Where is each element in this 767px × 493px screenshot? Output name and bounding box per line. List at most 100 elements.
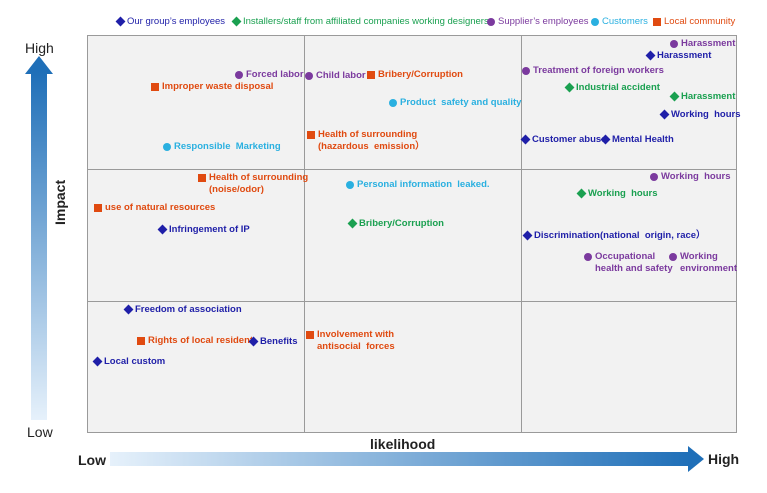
risk-item-bribery-corruption-community: Bribery/Corruption xyxy=(367,69,463,81)
legend-item-customers: Customers xyxy=(591,16,648,27)
risk-item-infringement-ip: Infringement of IP xyxy=(157,224,250,236)
marker-icon xyxy=(123,304,134,315)
risk-item-label: Rights of local resident xyxy=(148,335,254,346)
risk-item-label: Forced labor xyxy=(246,69,304,80)
marker-icon xyxy=(305,72,313,80)
risk-item-forced-labor: Forced labor xyxy=(235,69,304,81)
risk-item-label: Working hours xyxy=(588,188,658,199)
marker-icon xyxy=(198,174,206,182)
risk-item-label: Working hours xyxy=(671,109,741,120)
marker-icon xyxy=(669,91,680,102)
marker-icon xyxy=(584,253,592,261)
risk-item-label: Local custom xyxy=(104,356,166,367)
risk-item-label: Personal information leaked. xyxy=(357,179,490,190)
risk-item-occupational-health-safety: Occupational health and safety xyxy=(584,251,673,275)
risk-item-product-safety-quality: Product safety and quality xyxy=(389,97,521,109)
marker-icon xyxy=(248,336,259,347)
risk-item-harassment-installers: Harassment xyxy=(669,91,735,103)
risk-item-harassment-supplier: Harassment xyxy=(670,38,735,50)
marker-icon xyxy=(306,331,314,339)
risk-item-label: Industrial accident xyxy=(576,82,660,93)
dot-marker-icon xyxy=(487,17,495,26)
grid-divider xyxy=(304,36,305,432)
legend: Our group’s employees Installers/staff f… xyxy=(115,16,757,32)
risk-item-label: Occupational health and safety xyxy=(595,251,673,274)
risk-item-health-noise-odor: Health of surrounding (noise/odor) xyxy=(198,172,308,196)
marker-icon xyxy=(389,99,397,107)
legend-label: Our group’s employees xyxy=(127,16,226,27)
legend-label: Customers xyxy=(602,16,648,27)
risk-item-working-hours-supplier: Working hours xyxy=(650,171,731,183)
risk-item-discrimination: Discrimination(national origin, race） xyxy=(522,230,706,242)
risk-item-label: Treatment of foreign workers xyxy=(533,65,664,76)
risk-item-mental-health: Mental Health xyxy=(600,134,674,146)
risk-item-customer-abuse: Customer abuse xyxy=(520,134,607,146)
risk-item-local-custom: Local custom xyxy=(92,356,166,368)
marker-icon xyxy=(157,224,168,235)
risk-item-label: Health of surrounding (noise/odor) xyxy=(209,172,309,195)
risk-item-working-environment: Working environment xyxy=(669,251,737,275)
marker-icon xyxy=(576,188,587,199)
marker-icon xyxy=(522,230,533,241)
risk-item-health-hazardous-emission: Health of surrounding (hazardous emissio… xyxy=(307,129,425,153)
up-arrow-icon xyxy=(25,56,53,74)
risk-item-label: Harassment xyxy=(681,38,736,49)
grid-divider xyxy=(88,301,736,302)
risk-item-label: Mental Health xyxy=(612,134,674,145)
risk-matrix-grid xyxy=(87,35,737,433)
legend-label: Supplier’s employees xyxy=(498,16,589,27)
marker-icon xyxy=(650,173,658,181)
marker-icon xyxy=(347,218,358,229)
risk-item-label: Improper waste disposal xyxy=(162,81,274,92)
marker-icon xyxy=(94,204,102,212)
risk-item-label: Bribery/Corruption xyxy=(359,218,444,229)
right-arrow-shaft xyxy=(110,452,690,466)
risk-item-label: Child labor xyxy=(316,70,366,81)
risk-item-label: Responsible Marketing xyxy=(174,141,281,152)
risk-item-benefits: Benefits xyxy=(248,336,298,348)
risk-item-harassment-our-group: Harassment xyxy=(645,50,711,62)
risk-item-responsible-marketing: Responsible Marketing xyxy=(163,141,281,153)
risk-item-label: Bribery/Corruption xyxy=(378,69,463,80)
risk-item-treatment-foreign-workers: Treatment of foreign workers xyxy=(522,65,664,77)
risk-item-improper-waste-disposal: Improper waste disposal xyxy=(151,81,273,93)
marker-icon xyxy=(151,83,159,91)
diamond-marker-icon xyxy=(231,16,242,27)
legend-label: Local community xyxy=(664,16,736,27)
marker-icon xyxy=(669,253,677,261)
marker-icon xyxy=(307,131,315,139)
risk-item-child-labor: Child labor xyxy=(305,70,366,82)
risk-item-personal-information-leaked: Personal information leaked. xyxy=(346,179,490,191)
legend-item-our-group-employees: Our group’s employees xyxy=(115,16,226,27)
marker-icon xyxy=(367,71,375,79)
diamond-marker-icon xyxy=(115,16,126,27)
risk-item-label: Working environment xyxy=(680,251,738,274)
marker-icon xyxy=(235,71,243,79)
risk-item-label: Infringement of IP xyxy=(169,224,250,235)
y-axis-high-label: High xyxy=(25,40,54,56)
risk-item-working-hours-installers: Working hours xyxy=(576,188,658,200)
up-arrow-shaft xyxy=(31,72,47,420)
dot-marker-icon xyxy=(591,17,599,26)
marker-icon xyxy=(92,356,103,367)
x-axis-low-label: Low xyxy=(78,452,106,468)
risk-item-label: Working hours xyxy=(661,171,731,182)
x-axis-title: likelihood xyxy=(370,436,436,452)
risk-item-label: Freedom of association xyxy=(135,304,242,315)
risk-item-freedom-of-association: Freedom of association xyxy=(123,304,242,316)
risk-item-natural-resources: use of natural resources xyxy=(94,202,215,214)
marker-icon xyxy=(522,67,530,75)
risk-item-label: Product safety and quality xyxy=(400,97,522,108)
legend-item-installers-staff: Installers/staff from affiliated compani… xyxy=(231,16,489,27)
risk-item-industrial-accident: Industrial accident xyxy=(564,82,660,94)
risk-item-label: Benefits xyxy=(260,336,298,347)
risk-item-rights-local-resident: Rights of local resident xyxy=(137,335,253,347)
y-axis-title: Impact xyxy=(52,179,68,225)
risk-item-label: Customer abuse xyxy=(532,134,607,145)
risk-item-label: Health of surrounding (hazardous emissio… xyxy=(318,129,425,152)
marker-icon xyxy=(137,337,145,345)
risk-item-label: use of natural resources xyxy=(105,202,216,213)
risk-item-bribery-corruption-installers: Bribery/Corruption xyxy=(347,218,444,230)
risk-item-antisocial-forces: Involvement with antisocial forces xyxy=(306,329,395,353)
marker-icon xyxy=(670,40,678,48)
